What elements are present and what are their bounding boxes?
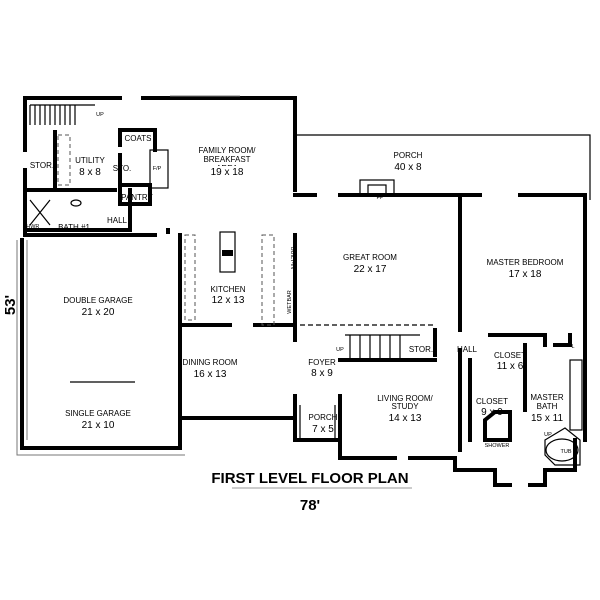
room-label: FP: [376, 195, 383, 201]
room-size: 40 x 8: [394, 162, 422, 173]
room-size: 17 x 18: [509, 269, 542, 280]
room-label: PORCH: [309, 413, 338, 422]
wetbar-label: WETBAR: [287, 290, 293, 314]
room-size: 7 x 5: [312, 424, 334, 435]
interior-walls: [23, 128, 572, 452]
shower-label: SHWR: [23, 224, 40, 230]
fireplace-icon: [149, 149, 169, 189]
room-label: SINGLE GARAGE: [65, 409, 131, 418]
room-label: PANTRY: [121, 193, 153, 202]
room-label: UTILITY: [75, 156, 105, 165]
room-label: HALL: [107, 216, 128, 225]
plan-title: FIRST LEVEL FLOOR PLAN: [211, 470, 408, 487]
shower-icon: [29, 199, 51, 226]
fireplace-icon: [359, 179, 395, 196]
room-size: 21 x 20: [82, 307, 115, 318]
depth-dimension: 53': [2, 295, 19, 315]
room-label-line1: LIVING ROOM/: [377, 394, 433, 403]
fixtures: [29, 104, 583, 466]
room-label: STOR.: [409, 345, 433, 354]
family-room-label-box: FAMILY ROOM/ BREAKFAST AREA: [198, 146, 256, 166]
room-label: STO.: [113, 164, 132, 173]
room-label: FAMILY ROOM/ BREAKFAST AREA: [198, 146, 256, 166]
room-label: DOUBLE GARAGE: [63, 296, 132, 305]
room-size: 21 x 10: [82, 420, 115, 431]
room-label-line1: MASTER: [530, 393, 564, 402]
room-size: 22 x 17: [354, 264, 387, 275]
tub-label: TUB: [561, 449, 572, 455]
room-labels: STOR. UTILITY 8 x 8 STO. F/P COATS PANTR…: [23, 112, 575, 455]
room-size: 12 x 13: [212, 295, 245, 306]
room-label: CLOSET: [494, 351, 526, 360]
stair-up-label: UP: [336, 347, 344, 353]
room-size: 9 x 9: [481, 407, 503, 418]
room-label: CLOSET: [476, 397, 508, 406]
room-size: 19 x 18: [211, 167, 244, 178]
tub-icon: [545, 438, 579, 462]
room-size: 11 x 6: [497, 361, 524, 372]
room-label: BATH #1: [58, 223, 90, 232]
room-size: 15 x 11: [531, 413, 563, 424]
room-label: PORCH: [394, 151, 423, 160]
room-label: STOR.: [30, 161, 54, 170]
built-in-label: BUILT-IN: [289, 247, 295, 269]
room-size: 8 x 9: [311, 368, 333, 379]
room-label: GREAT ROOM: [343, 253, 397, 262]
cooktop-icon: [222, 250, 233, 256]
room-label: DINING ROOM: [182, 358, 237, 367]
kitchen-island: [219, 231, 236, 273]
room-label: HALL: [457, 345, 478, 354]
linen-label: L: [571, 344, 574, 350]
room-size: 16 x 13: [194, 369, 227, 380]
room-label-line2: STUDY: [391, 402, 419, 411]
shower-label: SHOWER: [485, 443, 510, 449]
room-label: FOYER: [308, 358, 336, 367]
room-size: 8 x 8: [79, 167, 101, 178]
room-size: 14 x 13: [389, 413, 422, 424]
stair-up-label: UP: [96, 112, 104, 118]
room-label: COATS: [125, 134, 152, 143]
tub-up-label: UP: [544, 432, 552, 438]
width-dimension: 78': [300, 497, 320, 514]
room-label: KITCHEN: [210, 285, 245, 294]
room-label-line2: BATH: [537, 402, 558, 411]
room-label: F/P: [153, 166, 162, 172]
room-label: MASTER BEDROOM: [487, 258, 564, 267]
